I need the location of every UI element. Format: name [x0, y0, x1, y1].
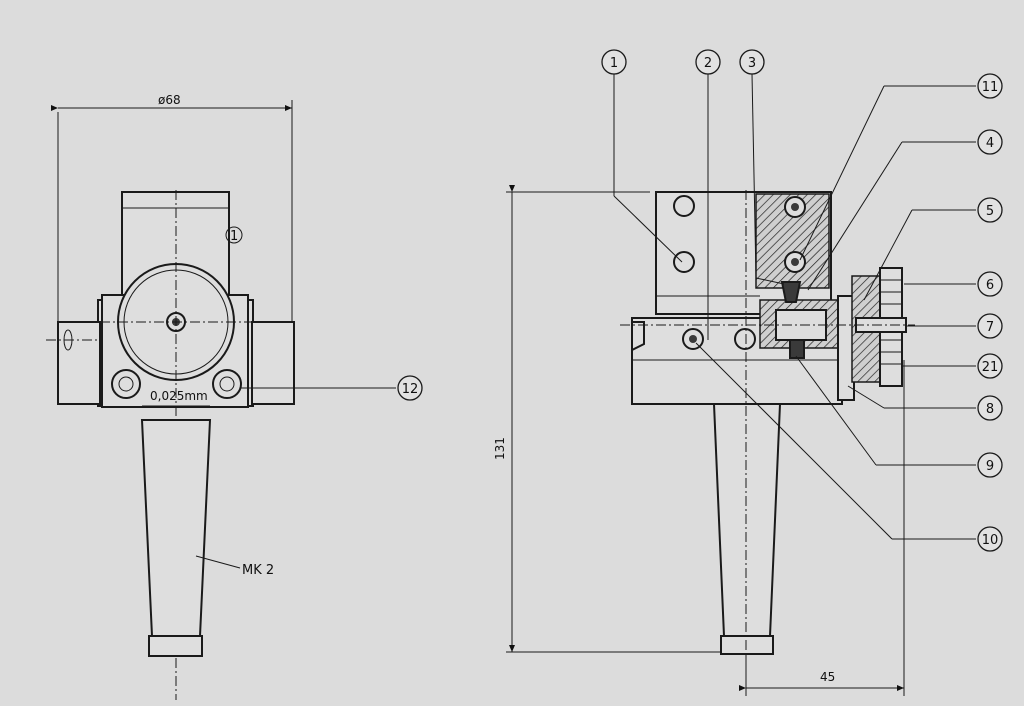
callout-21: 21: [902, 353, 1003, 379]
callout-11-text: 11: [982, 80, 999, 95]
body-notch: [631, 321, 645, 352]
screw-right: [212, 369, 242, 399]
diameter-dim-text: ø68: [158, 93, 181, 107]
body-left-extension: [57, 321, 101, 405]
right-taper-shank: [712, 403, 782, 637]
knurl-lines: [880, 279, 902, 365]
callout-3-right: 3: [739, 49, 785, 285]
callout-4: 4: [807, 129, 1003, 291]
pin: [789, 339, 805, 359]
callout-9: 9: [795, 355, 1003, 478]
callout-11: 11: [799, 73, 1003, 261]
body-hole-left-core: [689, 335, 697, 343]
callout-9-text: 9: [986, 459, 994, 474]
height-dim-text: 131: [493, 437, 507, 460]
left-front-view: ø68 0,025mm MK 2 1: [46, 93, 423, 700]
right-shank-tang: [720, 635, 774, 655]
bolt-hole-2: [673, 251, 695, 273]
screw-right-inner: [219, 376, 235, 392]
shank-tang: [148, 635, 203, 657]
callout-5: 5: [863, 197, 1003, 301]
callout-3-right-text: 3: [748, 56, 756, 71]
callout-10-text: 10: [982, 533, 999, 548]
callout-2-right-text: 2: [704, 56, 712, 71]
callout-5-text: 5: [986, 204, 994, 219]
body-right-extension: [251, 321, 295, 405]
taper-shank: [140, 419, 212, 637]
body-hole-right: [734, 328, 756, 350]
callout-7: 7: [906, 313, 1003, 339]
bolt-hole-1: [673, 195, 695, 217]
bolt-core-3: [791, 203, 799, 211]
callout-1-right: 1: [601, 49, 683, 263]
callout-8: 8: [847, 385, 1003, 421]
left-callout-1: [225, 226, 243, 244]
callout-1-right-text: 1: [610, 56, 618, 71]
callout-6-text: 6: [986, 278, 994, 293]
callout-2-right: 2: [695, 49, 721, 340]
callout-6: 6: [904, 271, 1003, 297]
callout-7-text: 7: [986, 320, 994, 335]
callout-12: [397, 375, 423, 401]
left-callout-1-text: 1: [230, 229, 238, 244]
callout-10: 10: [695, 342, 1003, 552]
right-section-view: 131 45: [493, 49, 1003, 696]
callout-12-text: 12: [402, 382, 419, 397]
screw-left-inner: [118, 376, 134, 392]
screw-left: [111, 369, 141, 399]
callout-8-text: 8: [986, 402, 994, 417]
taper-leader: [195, 555, 241, 569]
callout-21-text: 21: [982, 360, 999, 375]
scale-marking: 0,025mm: [150, 389, 208, 403]
bolt-core-4: [791, 258, 799, 266]
taper-label: MK 2: [242, 563, 274, 578]
plunger-tip: [780, 281, 802, 303]
callout-4-text: 4: [986, 136, 994, 151]
offset-dim-text: 45: [820, 670, 835, 684]
